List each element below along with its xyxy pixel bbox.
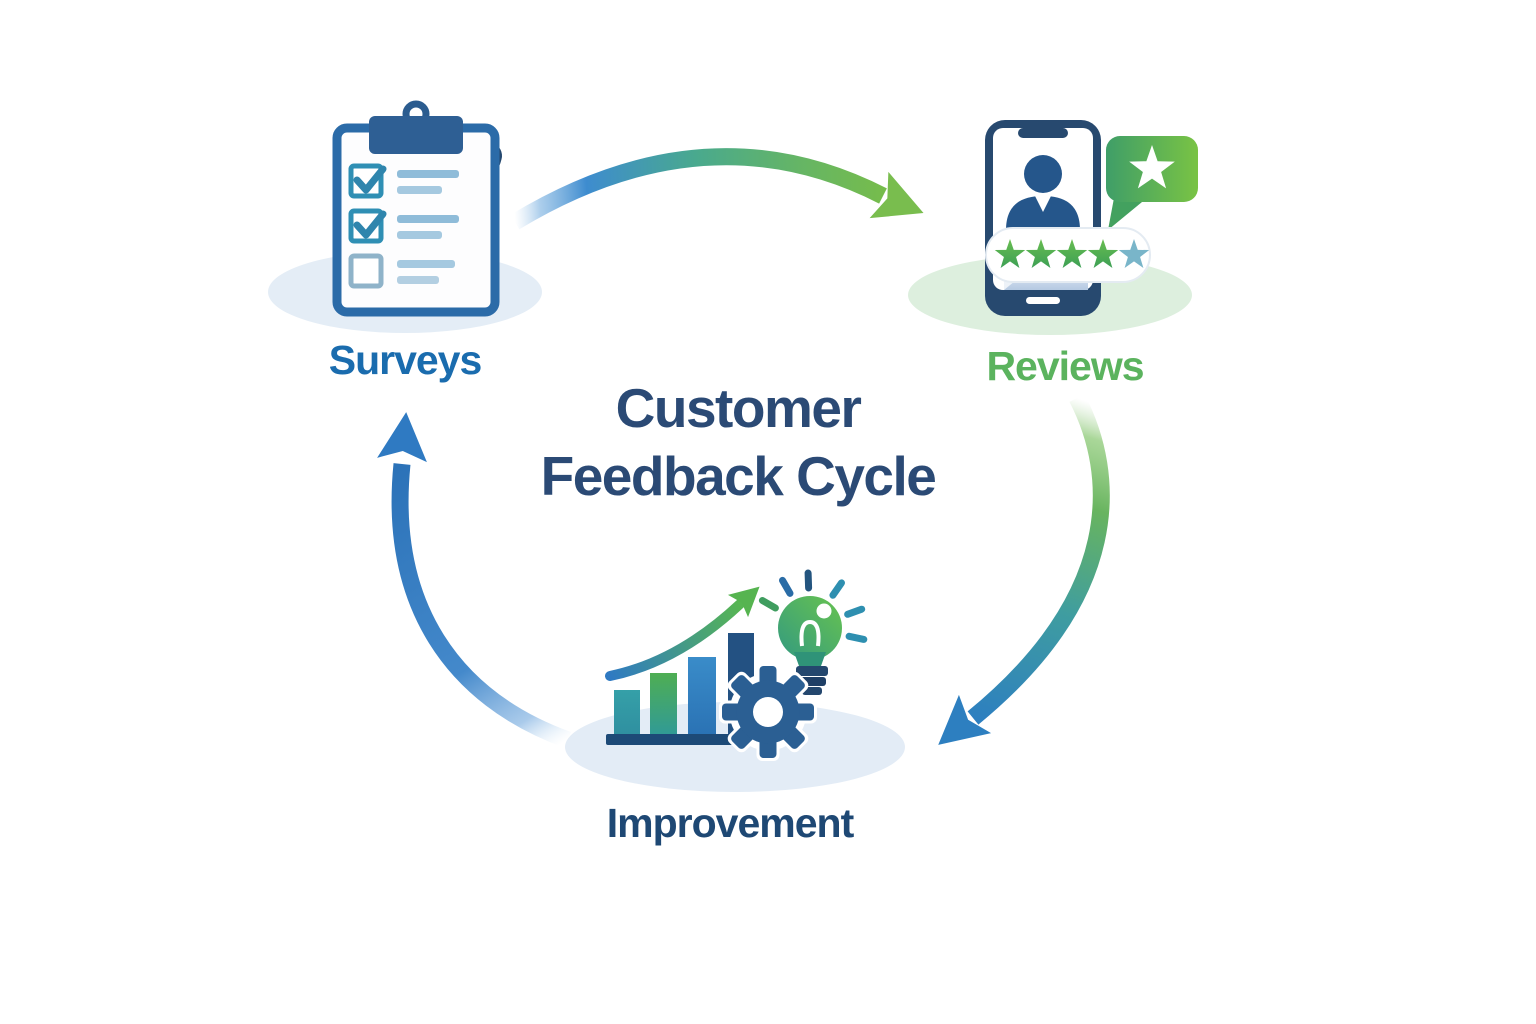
bar-3 — [688, 657, 716, 736]
gear-icon — [719, 663, 817, 761]
rating-stars — [985, 227, 1151, 283]
clipboard-checklist-icon — [268, 100, 542, 333]
arrow-surveys-to-reviews — [510, 148, 924, 230]
lightbulb-rays — [758, 569, 868, 643]
node-label-reviews: Reviews — [986, 343, 1144, 389]
growth-arrow-icon — [605, 586, 760, 681]
node-surveys: Surveys — [265, 92, 545, 384]
user-avatar-icon — [1006, 155, 1080, 230]
node-reviews: Reviews — [900, 88, 1230, 390]
home-bar — [1026, 297, 1060, 304]
phone-notch — [1018, 128, 1068, 138]
bar-1 — [614, 690, 640, 736]
arrow-shaft — [510, 148, 887, 230]
bar-chart-gear-lightbulb-icon — [565, 569, 905, 792]
title-line-1: Customer — [615, 377, 862, 439]
node-improvement: Improvement — [550, 540, 910, 847]
title-line-2: Feedback Cycle — [540, 445, 937, 507]
lightbulb-icon — [758, 569, 868, 695]
speech-bubble-star-icon — [1106, 136, 1198, 230]
diagram-title: Customer Feedback Cycle — [418, 374, 1058, 510]
checklist-row-3-unchecked — [348, 253, 455, 289]
node-label-surveys: Surveys — [328, 337, 483, 383]
checklist-row-2-checked — [348, 208, 459, 244]
arrowhead — [938, 694, 992, 745]
checklist-row-1-checked — [348, 163, 459, 199]
clipboard-clip — [369, 116, 463, 154]
node-label-improvement: Improvement — [606, 800, 854, 846]
phone-review-icon — [908, 120, 1198, 335]
bar-2 — [650, 673, 677, 736]
